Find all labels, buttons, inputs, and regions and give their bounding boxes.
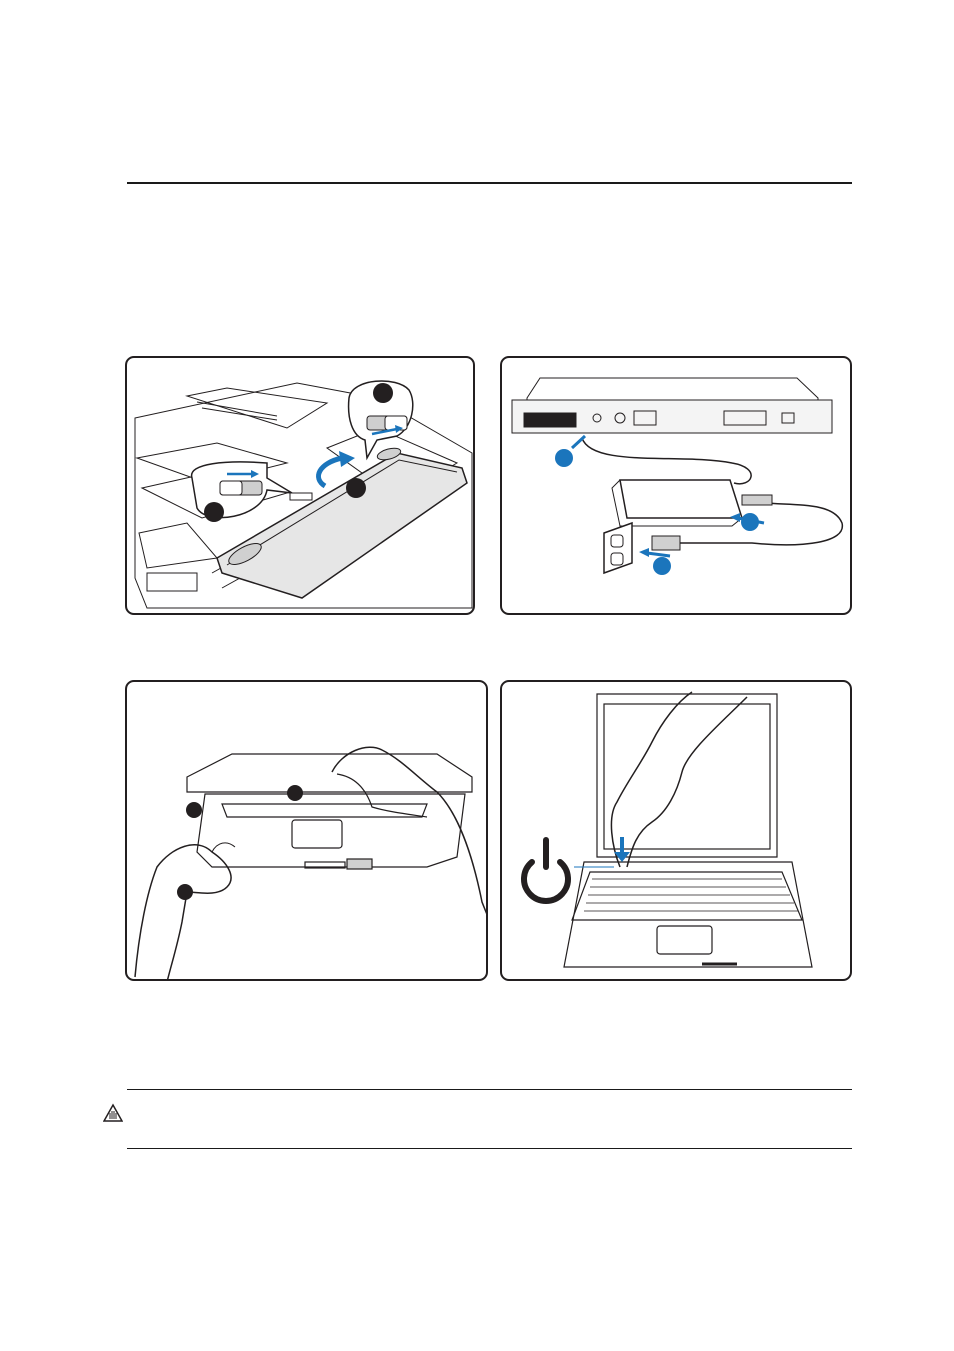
- open-lid-figure: [125, 680, 488, 981]
- battery-install-figure: [125, 356, 475, 615]
- header-rule: [127, 182, 852, 184]
- note-rule-bottom: [127, 1148, 852, 1149]
- warning-hand-icon: [103, 1103, 123, 1123]
- note-rule-top: [127, 1089, 852, 1090]
- power-on-figure: [500, 680, 852, 981]
- connect-power-figure: [500, 356, 852, 615]
- power-icon: [524, 840, 568, 901]
